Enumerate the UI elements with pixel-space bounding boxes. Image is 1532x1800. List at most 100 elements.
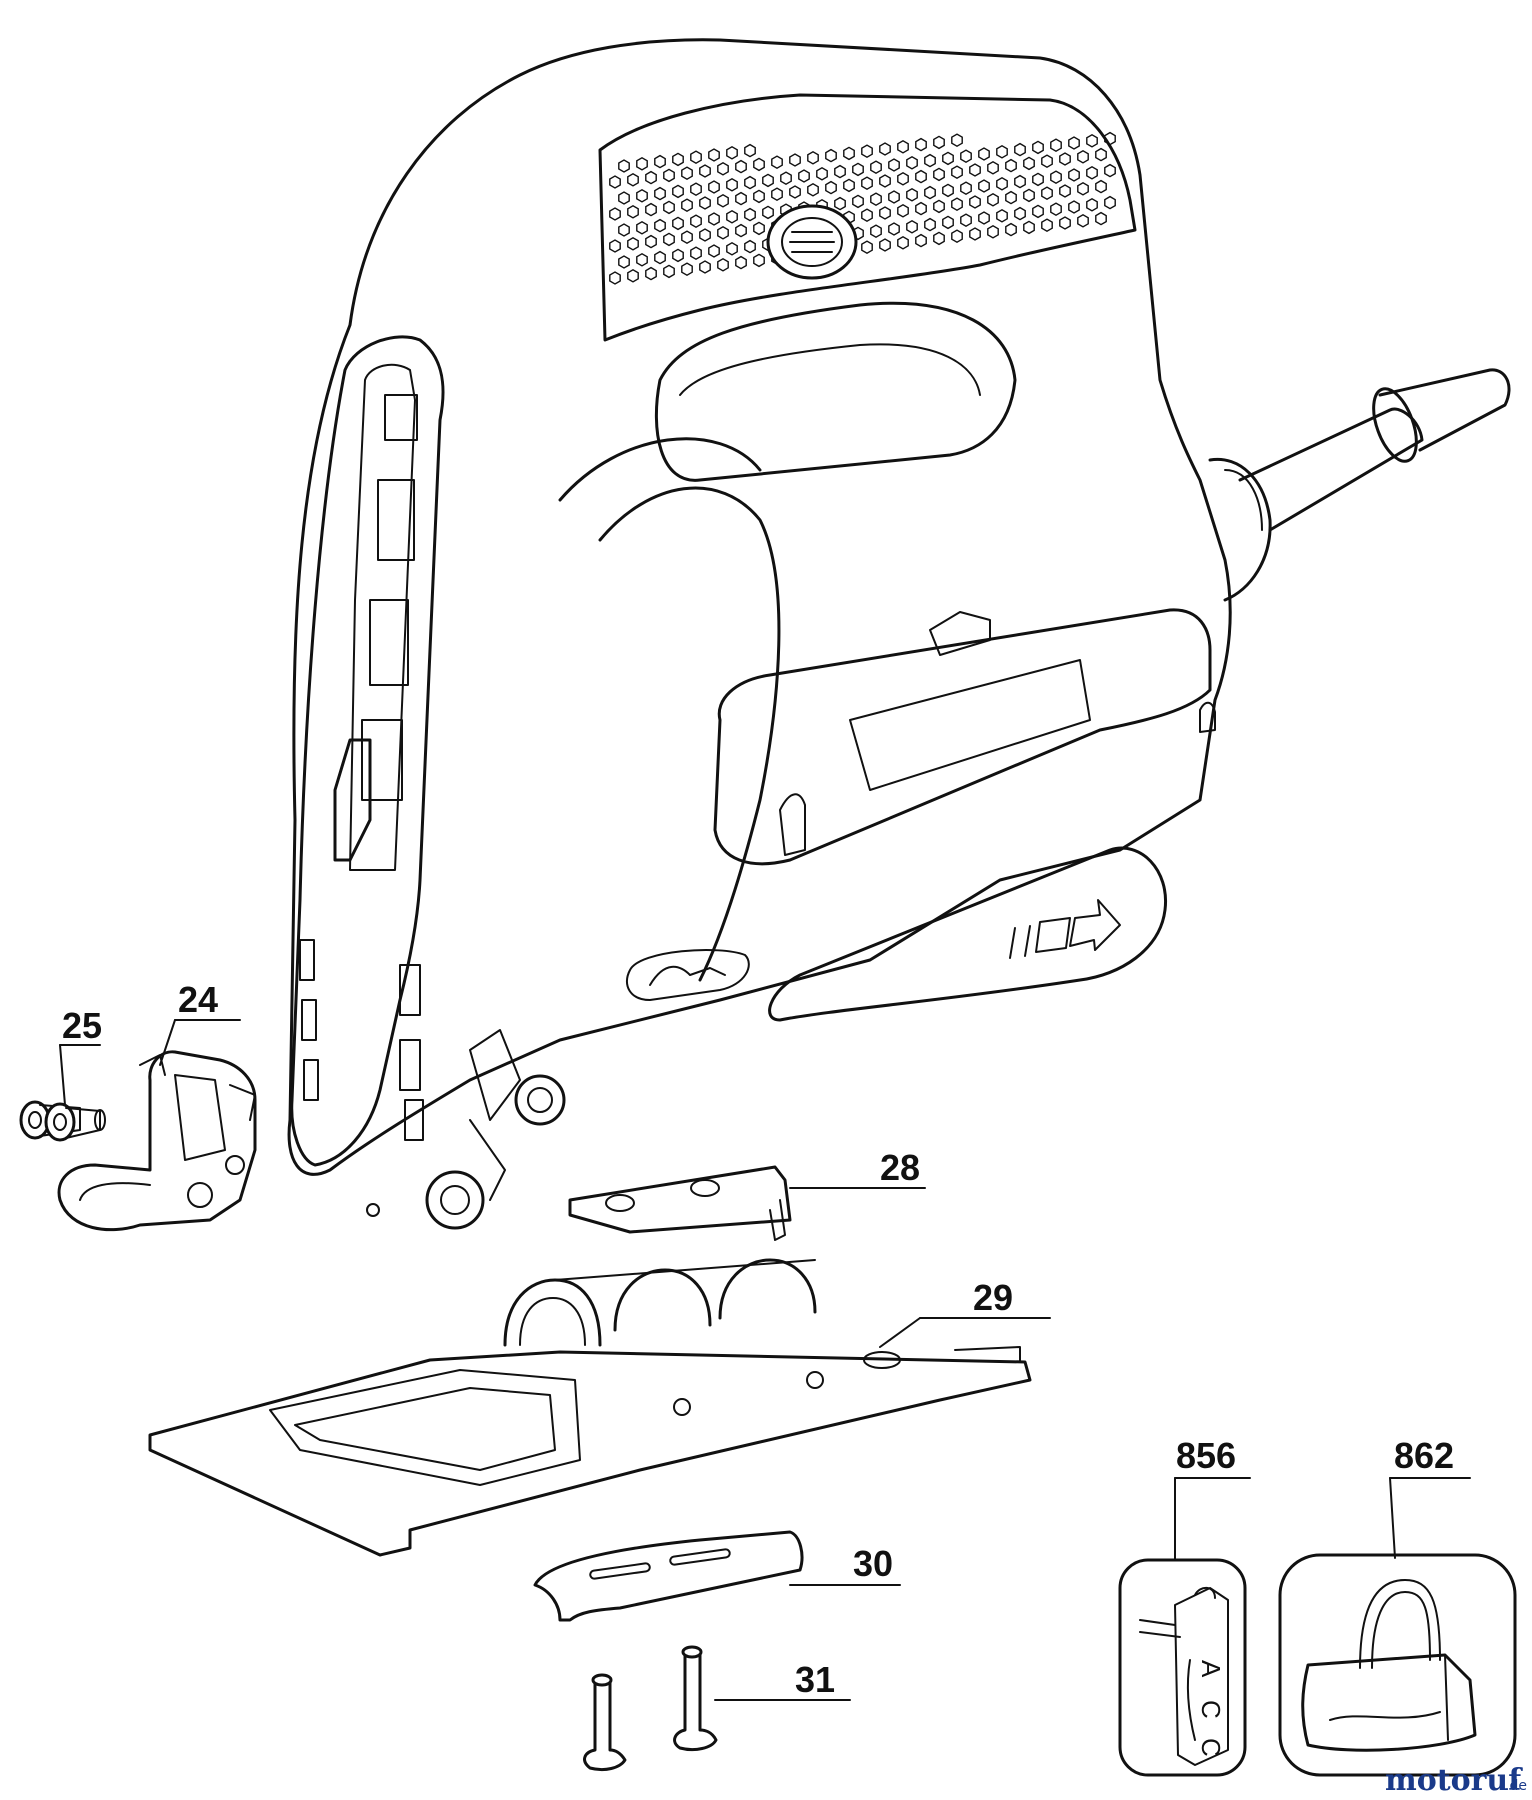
vent-hole [816,166,828,181]
vent-hole [690,246,702,261]
vent-hole [717,225,729,240]
vent-hole [1095,147,1107,162]
vent-hole [1077,149,1089,164]
vent-hole [1104,163,1116,178]
vent-hole [969,163,981,177]
vent-hole [951,197,963,212]
vent-hole [699,164,711,178]
vent-hole [1023,188,1035,203]
vent-hole [699,196,711,210]
vent-hole [609,239,621,253]
vent-hole [924,185,936,200]
vent-hole [780,171,792,186]
vent-hole [1041,218,1053,233]
vent-hole [1014,142,1026,157]
vent-hole [654,186,666,201]
part-30-insert [533,1530,804,1622]
vent-hole [726,209,738,224]
vent-hole [1014,174,1026,189]
vent-hole [654,218,666,233]
vent-hole [1077,213,1089,228]
vent-hole [627,204,639,219]
vent-hole [1005,222,1017,237]
vent-hole [708,212,720,226]
vent-hole [1032,204,1044,219]
vent-hole [618,191,630,205]
vent-hole [951,133,963,148]
callout-856: 856 [1176,1435,1236,1476]
vent-hole [717,161,729,176]
vent-hole [861,144,873,159]
vent-hole [753,157,765,172]
part-29-base-shoe [148,1258,1032,1557]
vent-hole [726,145,738,160]
vent-hole [618,255,630,269]
vent-hole [897,139,909,154]
callout-leaders [59,1019,1471,1701]
vent-hole [672,184,684,199]
vent-hole [825,180,837,195]
vent-hole [744,143,756,158]
vent-hole [951,229,963,244]
vent-hole [672,248,684,263]
vent-hole [654,250,666,265]
vent-hole [906,155,918,170]
vent-hole [897,235,909,250]
part-25-screws [19,1100,106,1142]
vent-hole [690,182,702,197]
vent-hole [1086,165,1098,180]
vent-hole [798,169,810,183]
vent-hole [1032,140,1044,155]
vent-hole [753,253,765,268]
vent-hole [690,150,702,165]
vent-hole [1059,184,1071,198]
vent-hole [1023,156,1035,171]
vent-hole [987,160,999,175]
callout-30: 30 [853,1543,893,1584]
watermark: motoruf .de [1385,1763,1527,1798]
vent-hole [888,190,900,204]
vent-hole [879,174,891,188]
vent-hole [1005,158,1017,173]
vent-hole [906,187,918,202]
vent-hole [1104,195,1116,210]
vent-hole [645,202,657,217]
vent-hole [753,221,765,236]
vent-hole [1050,170,1062,185]
vent-hole [1104,131,1116,146]
watermark-brand: motoruf [1385,1763,1523,1798]
vent-hole [708,180,720,194]
vent-hole [726,241,738,256]
vent-hole [924,153,936,168]
vent-hole [1095,211,1107,226]
vent-hole [933,199,945,214]
vent-hole [735,159,747,174]
vent-hole [1068,200,1080,214]
vent-hole [717,193,729,208]
vent-hole [681,198,693,213]
vent-hole [915,137,927,152]
callout-28: 28 [880,1147,920,1188]
card-letter-1: A [1196,1660,1226,1678]
vent-hole [942,215,954,230]
vent-hole [645,234,657,249]
vent-hole [969,195,981,209]
part-862-carry-bag [1278,1553,1517,1777]
callout-862: 862 [1394,1435,1454,1476]
vent-hole [735,223,747,238]
part-856-accessory-card: A C C [1118,1558,1247,1777]
vent-hole [960,181,972,196]
vent-hole [645,170,657,185]
vent-hole [978,147,990,161]
vent-hole [717,257,729,272]
vent-hole [978,211,990,225]
vent-hole [897,171,909,186]
vent-hole [969,227,981,241]
vent-hole [852,194,864,209]
vent-hole [825,148,837,163]
vent-hole [942,183,954,198]
vent-hole [636,156,648,171]
vent-hole [960,149,972,164]
vent-hole [888,222,900,236]
vent-hole [663,264,675,279]
